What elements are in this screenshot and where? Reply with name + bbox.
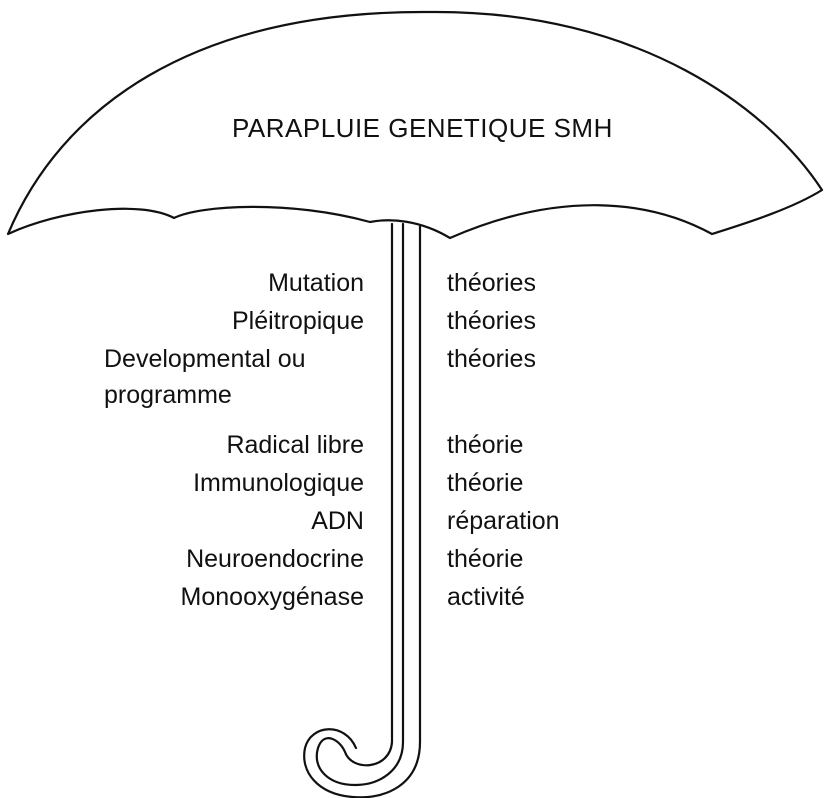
left-label-wrapped: Developmental ou programme <box>104 340 364 426</box>
left-label: Developmental ou programme <box>104 340 364 413</box>
right-label-text: théories <box>447 345 536 373</box>
right-label: théories <box>447 264 647 302</box>
right-label: théorie <box>447 464 647 502</box>
right-label: théories <box>447 340 647 426</box>
left-column: Mutation Pléitropique Developmental ou p… <box>104 264 364 616</box>
right-label: réparation <box>447 502 647 540</box>
right-label: activité <box>447 578 647 616</box>
diagram-title: PARAPLUIE GENETIQUE SMH <box>232 113 552 144</box>
left-label: Immunologique <box>104 464 364 502</box>
right-label: théorie <box>447 540 647 578</box>
right-column: théories théories théories théorie théor… <box>447 264 647 616</box>
left-label: Pléitropique <box>104 302 364 340</box>
left-label: Neuroendocrine <box>104 540 364 578</box>
left-label: Mutation <box>104 264 364 302</box>
left-label: ADN <box>104 502 364 540</box>
left-label: Radical libre <box>104 426 364 464</box>
left-label: Monooxygénase <box>104 578 364 616</box>
right-label: théorie <box>447 426 647 464</box>
right-label: théories <box>447 302 647 340</box>
